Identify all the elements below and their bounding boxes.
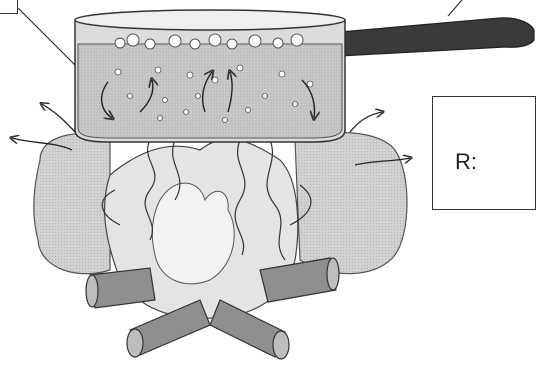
- answer-box: R:: [432, 96, 536, 210]
- inner-flame: [152, 183, 234, 284]
- pointer-line-right: [448, 0, 462, 16]
- answer-label: R:: [455, 149, 477, 175]
- pot-handle: [340, 18, 534, 56]
